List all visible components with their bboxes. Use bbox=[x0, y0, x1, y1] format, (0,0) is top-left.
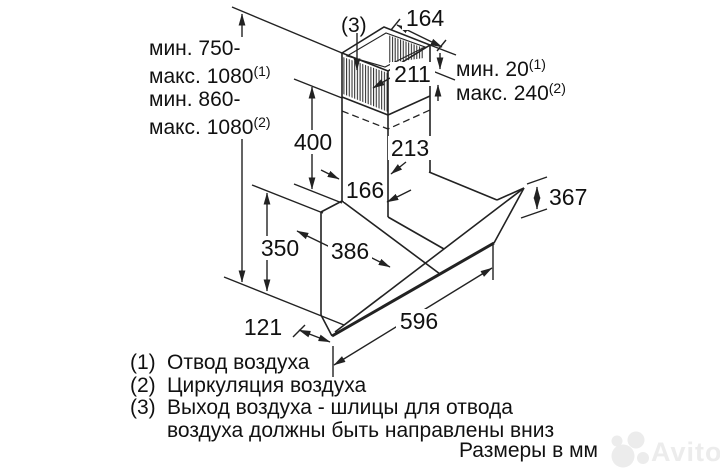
hood-body bbox=[320, 171, 525, 338]
legend-text-3b: воздуха должны быть направлены вниз bbox=[167, 418, 555, 442]
dim-label-400: 400 bbox=[291, 130, 335, 154]
height-range-line3: мин. 860- bbox=[149, 88, 241, 111]
tick-367-bot bbox=[520, 208, 548, 219]
dim-label-211: 211 bbox=[390, 62, 435, 86]
duct-hidden-edge bbox=[341, 109, 431, 130]
arrow-211 bbox=[372, 77, 391, 89]
ext-line-350-top bbox=[251, 184, 324, 214]
ext-line-wall-bottom bbox=[223, 276, 345, 326]
dim-label-166: 166 bbox=[344, 177, 386, 203]
avito-watermark: Avito bbox=[651, 437, 720, 467]
hood-glass-inner-edge bbox=[387, 216, 445, 250]
legend-item-3-wrap: воздуха должны быть направлены вниз bbox=[130, 418, 555, 443]
height-range-line1: мин. 750- bbox=[149, 37, 241, 60]
dim-label-367: 367 bbox=[549, 184, 588, 210]
gap-min-label: мин. 20(1) bbox=[456, 56, 546, 81]
dim-label-164: 164 bbox=[402, 6, 448, 30]
ext-line-400-bot bbox=[293, 183, 343, 204]
legend-text-3: Выход воздуха - шлицы для отвода bbox=[167, 396, 513, 419]
height-range-line2: макс. 1080(1) bbox=[149, 63, 271, 88]
hood-glass-left-edge bbox=[341, 200, 441, 275]
arrow-386-left bbox=[296, 230, 331, 248]
legend-text-1: Отвод воздуха bbox=[167, 351, 310, 374]
arrow-166-right bbox=[386, 189, 412, 203]
arrow-166-left bbox=[320, 169, 340, 180]
avito-logo-icon bbox=[611, 431, 649, 468]
legend-text-2: Циркуляция воздуха bbox=[167, 373, 367, 397]
hood-top-back-right-edge bbox=[428, 171, 498, 201]
height-range-line4: макс. 1080(2) bbox=[149, 114, 271, 139]
arrow-213 bbox=[390, 161, 407, 175]
duct-vent-hatch-front bbox=[343, 57, 388, 112]
ext-line-400-top bbox=[293, 78, 343, 99]
dim-label-350: 350 bbox=[258, 236, 302, 260]
hood-top-right-edge bbox=[496, 187, 525, 201]
dim-label-596: 596 bbox=[396, 309, 442, 333]
legend: (1) Отвод воздуха (2) Циркуляция воздуха… bbox=[130, 351, 555, 443]
duct-vent-hatch-inner bbox=[388, 35, 424, 63]
hood-top-left-edge bbox=[320, 200, 343, 213]
height-range-label: мин. 750- макс. 1080(1) мин. 860- макс. … bbox=[149, 37, 279, 139]
legend-num-2: (2) bbox=[130, 373, 156, 397]
legend-item-3: (3) Выход воздуха - шлицы для отвода bbox=[130, 396, 554, 420]
legend-num-1: (1) bbox=[130, 351, 156, 374]
ext-line-top-height bbox=[231, 6, 343, 54]
dim-label-121: 121 bbox=[243, 314, 283, 340]
tick-gap-top bbox=[429, 44, 457, 56]
gap-max-label: макс. 240(2) bbox=[456, 80, 566, 105]
hood-glass-right-edge bbox=[493, 187, 525, 244]
tick-164-left bbox=[390, 18, 401, 31]
legend-item-2: (2) Циркуляция воздуха bbox=[130, 373, 554, 398]
dim-label-213: 213 bbox=[388, 136, 432, 160]
tick-121 bbox=[292, 324, 306, 338]
note-ref-3: (3) bbox=[341, 14, 367, 37]
dim-label-386: 386 bbox=[328, 239, 372, 263]
units-note: Размеры в мм bbox=[459, 439, 598, 462]
duct-section-joint bbox=[341, 95, 431, 116]
dim-line-121 bbox=[298, 329, 331, 343]
legend-item-1: (1) Отвод воздуха bbox=[130, 351, 554, 375]
legend-num-3: (3) bbox=[130, 396, 156, 419]
tick-367-top bbox=[526, 176, 548, 185]
